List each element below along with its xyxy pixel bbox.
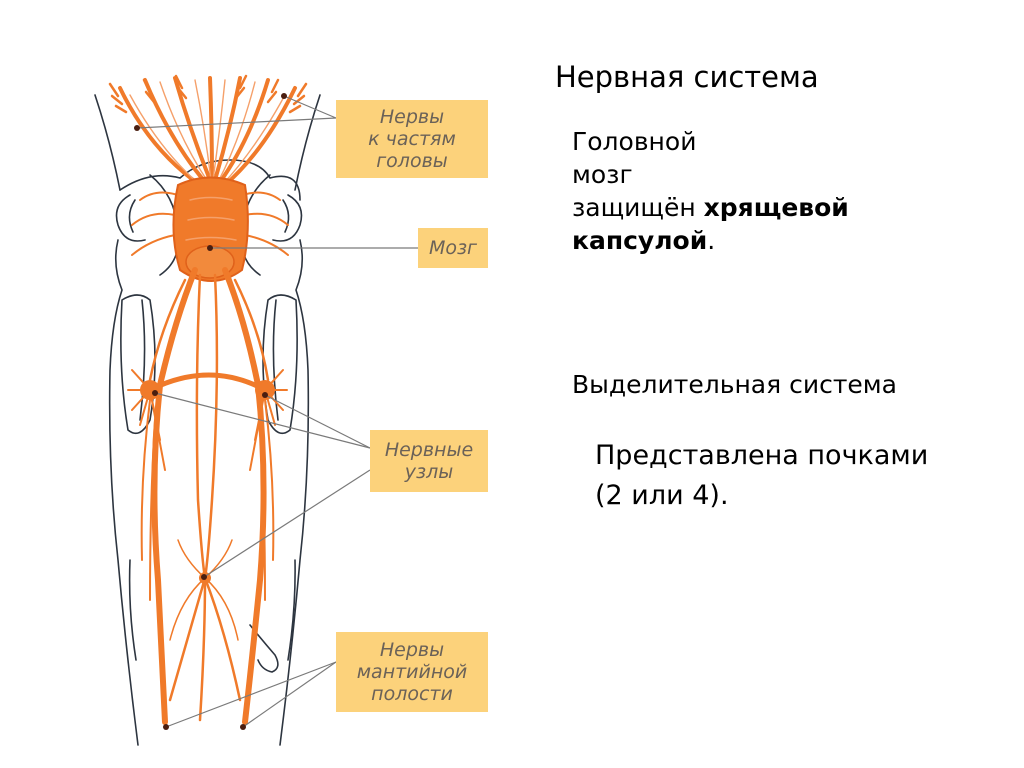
excretory-system-title: Выделительная система — [572, 370, 897, 399]
label-brain: Мозг — [418, 228, 488, 268]
nerves — [108, 74, 308, 725]
label-mantle-nerves-line3: полости — [371, 683, 453, 705]
brain-description: Головной мозг защищён хрящевой капсулой. — [572, 125, 902, 257]
label-mantle-nerves: Нервы мантийной полости — [336, 632, 488, 712]
kidneys-line-2: (2 или 4). — [595, 480, 729, 511]
label-mantle-nerves-line2: мантийной — [356, 661, 468, 683]
brain-line-4-end: . — [707, 226, 716, 255]
label-ganglia-line2: узлы — [404, 461, 454, 483]
label-brain-line1: Мозг — [428, 237, 478, 259]
label-head-nerves-line3: головы — [376, 150, 448, 172]
pointer-lines — [136, 95, 418, 728]
label-ganglia-line1: Нервные — [384, 439, 474, 461]
brain-line-4: капсулой. — [572, 224, 902, 257]
brain-line-1: Головной — [572, 127, 697, 156]
brain-bold-capsule: капсулой — [572, 226, 708, 255]
brain-line-3: защищён хрящевой — [572, 191, 902, 224]
brain-line-3-start: защищён — [572, 193, 704, 222]
label-head-nerves: Нервы к частям головы — [336, 100, 488, 178]
label-mantle-nerves-line1: Нервы — [379, 639, 445, 661]
pointer-dots — [134, 93, 287, 730]
kidneys-line-1: Представлена почками — [595, 440, 929, 471]
label-ganglia: Нервные узлы — [370, 430, 488, 492]
nervous-system-title: Нервная система — [555, 60, 819, 94]
label-head-nerves-line2: к частям — [368, 128, 456, 150]
label-head-nerves-line1: Нервы — [379, 106, 445, 128]
brain-line-2: мозг — [572, 160, 633, 189]
kidneys-description: Представлена почками (2 или 4). — [595, 436, 995, 516]
brain-bold-cartilage: хрящевой — [703, 193, 849, 222]
